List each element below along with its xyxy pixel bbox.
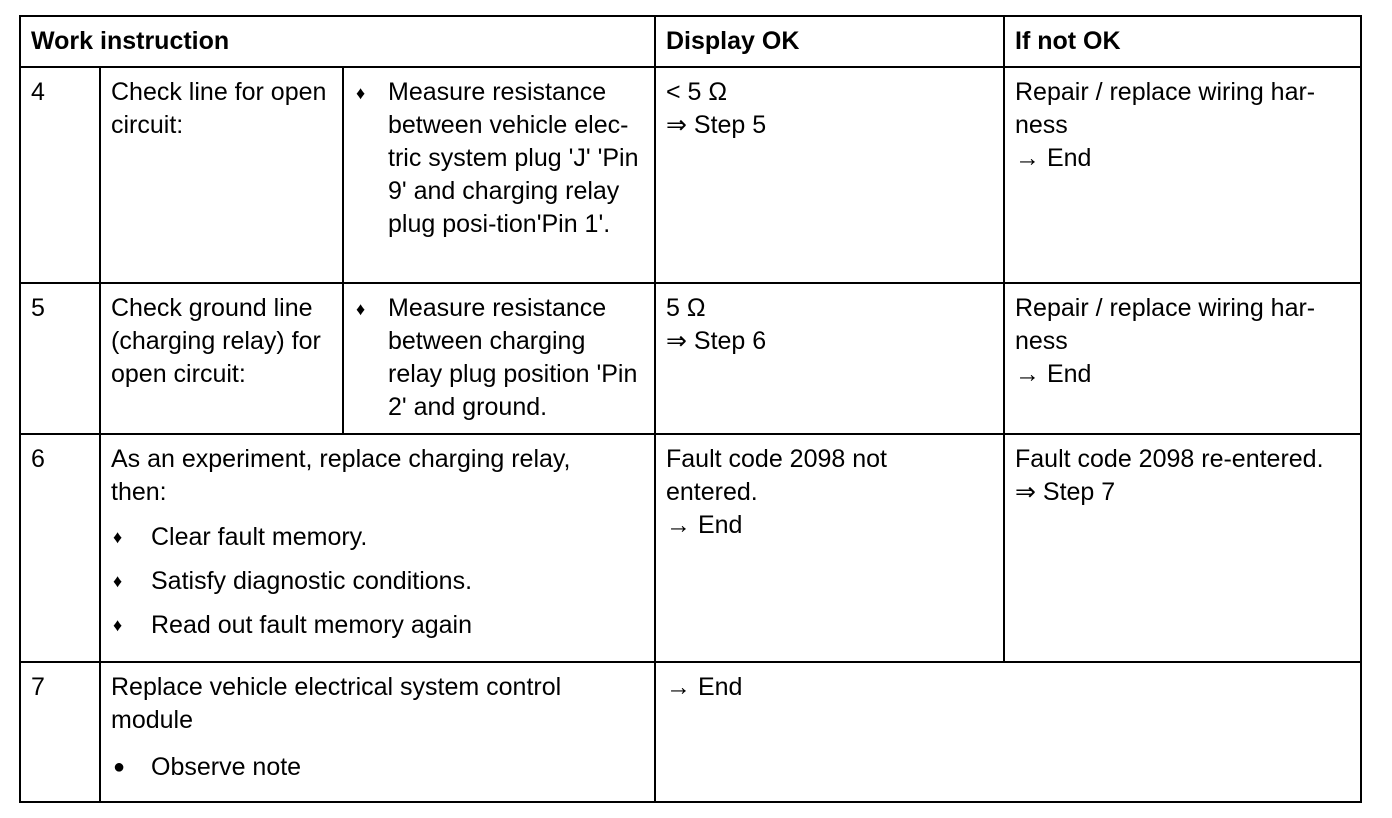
if-not-ok-next: ⇒ Step 7 xyxy=(1015,478,1116,506)
list-item-text: Satisfy diagnostic conditions. xyxy=(151,567,473,595)
step-action-text: Check line for open circuit: xyxy=(111,78,327,139)
step-number: 4 xyxy=(19,66,101,284)
step-action: Check ground line (charging relay) for o… xyxy=(99,282,344,435)
if-not-ok-text: Repair / replace wiring har-ness xyxy=(1015,78,1316,139)
if-not-ok-next: → End xyxy=(1015,360,1092,388)
step-action: Check line for open circuit: xyxy=(99,66,344,284)
display-ok-next: ⇒ Step 5 xyxy=(666,111,767,139)
step-detail-text: Measure resistance between charging rela… xyxy=(388,294,638,421)
display-ok-value: 5 Ω xyxy=(666,294,706,322)
diamond-bullet-icon: ♦ xyxy=(113,571,123,591)
if-not-ok-text: Fault code 2098 re-entered. xyxy=(1015,445,1324,473)
table-row: 5 Check ground line (charging relay) for… xyxy=(19,282,1362,435)
step-number: 5 xyxy=(19,282,101,435)
step-detail-text: Measure resistance between vehicle elec-… xyxy=(388,78,639,238)
list-item-text: Observe note xyxy=(151,753,302,781)
step-action: As an experiment, replace charging relay… xyxy=(99,433,656,663)
diamond-bullet-icon: ♦ xyxy=(356,83,366,103)
list-item-text: Clear fault memory. xyxy=(151,523,368,551)
diamond-bullet-icon: ♦ xyxy=(113,527,123,547)
if-not-ok-next: → End xyxy=(1015,144,1092,172)
table-row: 4 Check line for open circuit: ♦ Measure… xyxy=(19,66,1362,284)
display-ok-cell: → End xyxy=(654,661,1362,803)
header-if-not-ok: If not OK xyxy=(1003,15,1362,68)
header-display-ok: Display OK xyxy=(654,15,1005,68)
if-not-ok-cell: Repair / replace wiring har-ness → End xyxy=(1003,66,1362,284)
display-ok-cell: 5 Ω ⇒ Step 6 xyxy=(654,282,1005,435)
work-instruction-table: Work instruction Display OK If not OK 4 … xyxy=(19,15,1362,803)
diamond-bullet-icon: ♦ xyxy=(356,299,366,319)
list-item: ● Observe note xyxy=(111,751,594,784)
display-ok-next: → End xyxy=(666,673,743,701)
if-not-ok-cell: Fault code 2098 re-entered. ⇒ Step 7 xyxy=(1003,433,1362,663)
display-ok-cell: < 5 Ω ⇒ Step 5 xyxy=(654,66,1005,284)
header-row: Work instruction Display OK If not OK xyxy=(19,15,1362,68)
list-item: ♦ Satisfy diagnostic conditions. xyxy=(111,565,594,598)
step-action-text: Check ground line (charging relay) for o… xyxy=(111,294,321,388)
display-ok-cell: Fault code 2098 not entered. → End xyxy=(654,433,1005,663)
step-detail: ♦ Measure resistance between vehicle ele… xyxy=(342,66,656,284)
list-item: ♦ Read out fault memory again xyxy=(111,609,594,642)
diamond-bullet-icon: ♦ xyxy=(113,615,123,635)
if-not-ok-cell: Repair / replace wiring har-ness → End xyxy=(1003,282,1362,435)
display-ok-next: → End xyxy=(666,511,743,539)
list-item-text: Read out fault memory again xyxy=(151,611,473,639)
if-not-ok-text: Repair / replace wiring har-ness xyxy=(1015,294,1316,355)
display-ok-value: < 5 Ω xyxy=(666,78,728,106)
step-action-text: Replace vehicle electrical system contro… xyxy=(111,673,562,734)
display-ok-value: Fault code 2098 not entered. xyxy=(666,445,887,506)
step-number: 6 xyxy=(19,433,101,663)
header-work-instruction: Work instruction xyxy=(19,15,656,68)
step-number: 7 xyxy=(19,661,101,803)
table-row: 6 As an experiment, replace charging rel… xyxy=(19,433,1362,663)
list-item: ♦ Clear fault memory. xyxy=(111,521,594,554)
table-row: 7 Replace vehicle electrical system cont… xyxy=(19,661,1362,803)
step-detail: ♦ Measure resistance between charging re… xyxy=(342,282,656,435)
round-bullet-icon: ● xyxy=(113,756,126,778)
step-action-text: As an experiment, replace charging relay… xyxy=(111,445,571,506)
display-ok-next: ⇒ Step 6 xyxy=(666,327,767,355)
step-action: Replace vehicle electrical system contro… xyxy=(99,661,656,803)
